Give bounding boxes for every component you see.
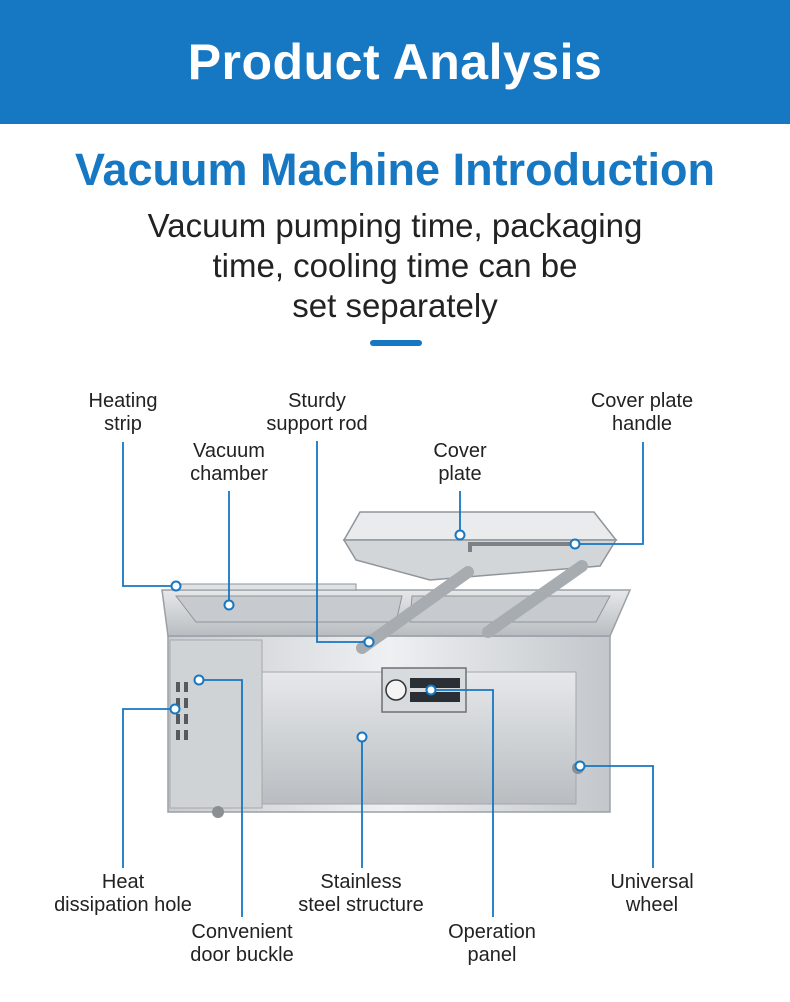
label-heat-dissipation: Heat dissipation hole [54,871,192,916]
callout-dots [169,529,586,772]
support-rod-right [482,560,588,638]
page-title: Product Analysis [187,34,603,90]
label-universal-wheel: Universal wheel [610,871,694,916]
description-text: Vacuum pumping time, packaging time, coo… [147,207,643,324]
support-rod-left [356,566,474,654]
label-vacuum-chamber: Vacuum chamber [190,440,268,485]
cabinet-side [169,639,263,809]
title-divider [370,340,422,346]
heating-strip-bar [175,583,357,591]
pressure-gauge [385,679,407,701]
wheel-left [212,806,224,818]
callout-lines [122,441,654,917]
label-steel-structure: Stainless steel structure [298,871,424,916]
lid-front [342,539,618,581]
label-door-buckle: Convenient door buckle [190,921,294,966]
label-heating-strip: Heating strip [88,390,158,435]
vent-holes [176,682,188,740]
lid-top [342,511,618,541]
section-title: Vacuum Machine Introduction [74,144,716,195]
vacuum-machine [161,511,632,818]
label-support-rod: Sturdy support rod [266,390,368,435]
label-operation-panel: Operation panel [448,921,536,966]
chamber-left [174,595,403,623]
lid-handle [468,542,575,552]
label-cover-handle: Cover plate handle [590,390,694,435]
header-banner: Product Analysis [0,0,790,124]
label-cover-plate: Cover plate [433,440,487,485]
